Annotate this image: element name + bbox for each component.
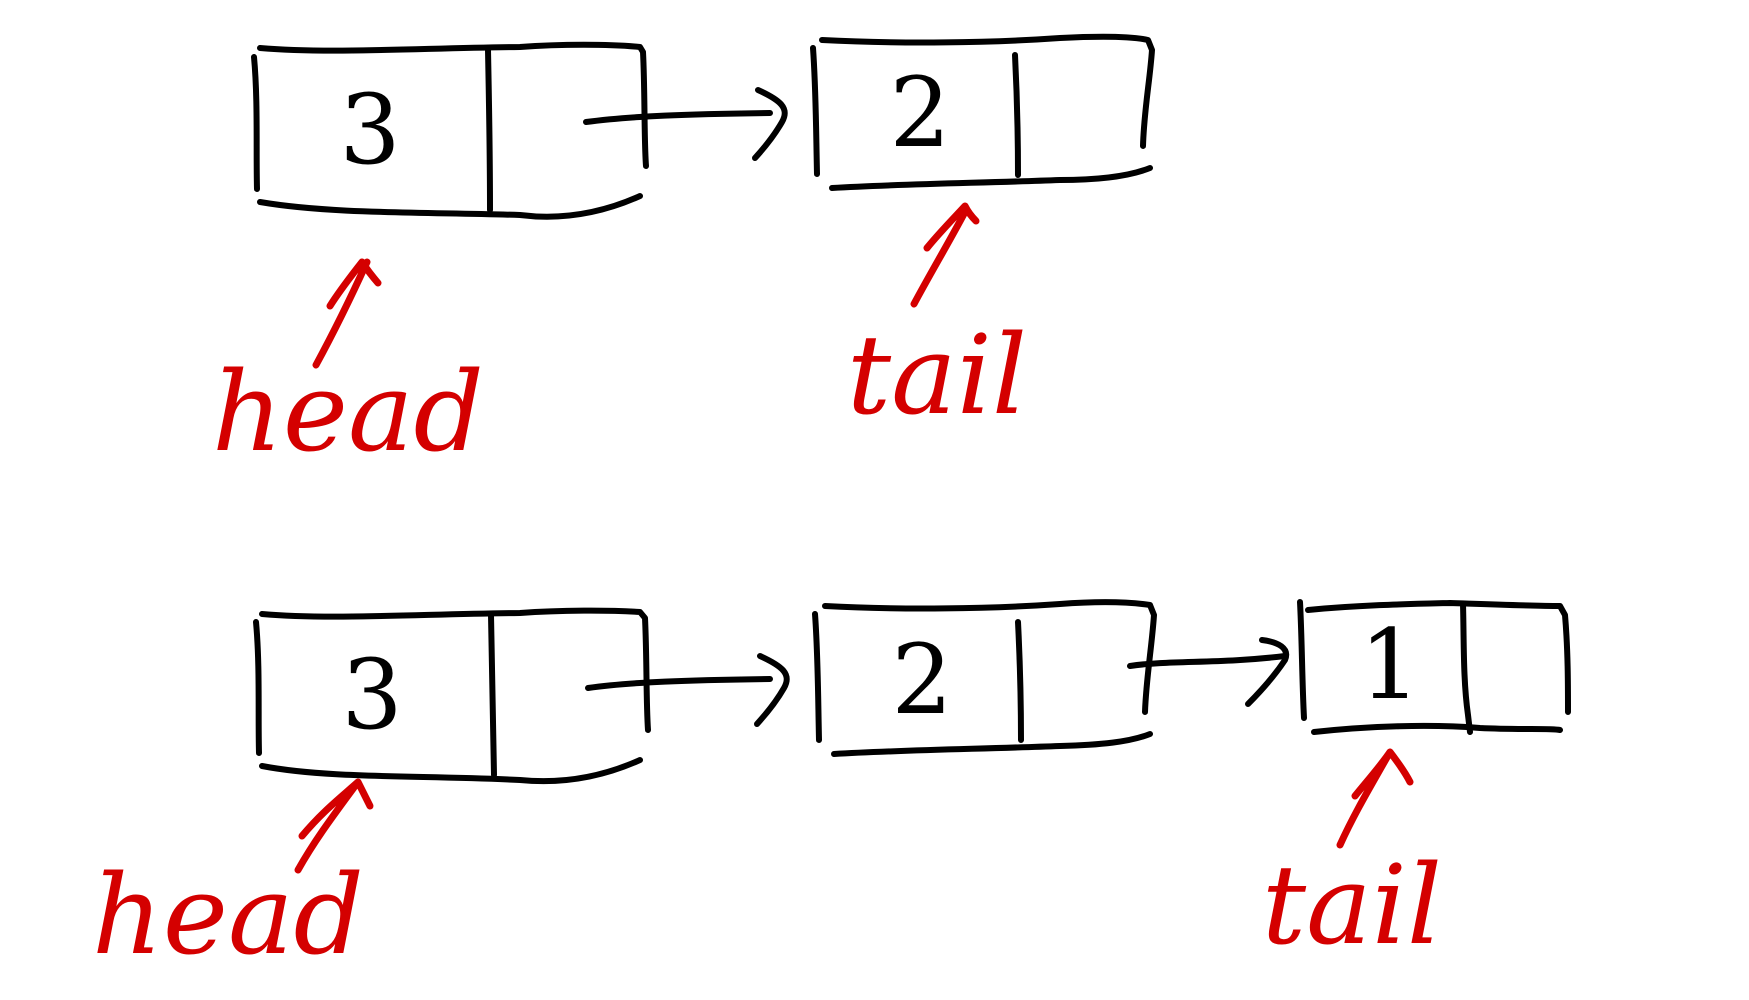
list-node-top-1: 3	[251, 41, 649, 220]
node-box-outline	[253, 607, 651, 785]
node-divider	[485, 47, 493, 213]
head-pointer: head	[212, 258, 484, 476]
node-divider	[1015, 619, 1024, 743]
arrow-shaft	[1127, 653, 1288, 669]
head-label: head	[212, 348, 484, 476]
up-arrow	[312, 258, 382, 369]
tail-pointer: tail	[847, 202, 1027, 439]
arrow-head	[1245, 637, 1290, 707]
tail-label: tail	[1262, 841, 1442, 969]
node-value: 2	[889, 57, 950, 169]
next-pointer-arrow	[583, 87, 788, 161]
head-label: head	[92, 851, 364, 979]
head-pointer: head	[92, 778, 374, 979]
linked-list-bottom: 3 2 1 head	[92, 599, 1571, 979]
node-value: 2	[891, 624, 952, 736]
node-box-outline	[251, 41, 649, 220]
up-arrow	[910, 202, 980, 308]
node-box-outline	[1297, 599, 1571, 735]
up-arrow	[1336, 748, 1414, 849]
linked-list-top: 3 2 head tail	[212, 33, 1155, 476]
list-node-top-2: 2	[810, 33, 1155, 191]
node-value: 3	[341, 639, 402, 751]
tail-pointer: tail	[1262, 748, 1442, 969]
node-box-outline	[812, 599, 1157, 757]
node-divider	[1012, 52, 1021, 178]
node-divider	[1460, 601, 1473, 735]
arrow-head	[754, 653, 790, 727]
tail-label: tail	[847, 311, 1027, 439]
arrow-head	[752, 87, 788, 161]
next-pointer-arrow	[1127, 637, 1290, 707]
next-pointer-arrow	[585, 653, 790, 727]
node-box-outline	[810, 33, 1155, 191]
list-node-bottom-2: 2	[812, 599, 1157, 757]
node-divider	[488, 612, 497, 778]
list-node-bottom-1: 3	[253, 607, 651, 785]
arrow-shaft	[583, 110, 773, 125]
node-value: 1	[1359, 609, 1420, 721]
node-value: 3	[339, 74, 400, 186]
list-node-bottom-3: 1	[1297, 599, 1571, 735]
up-arrow	[294, 778, 374, 874]
arrow-shaft	[585, 676, 773, 691]
